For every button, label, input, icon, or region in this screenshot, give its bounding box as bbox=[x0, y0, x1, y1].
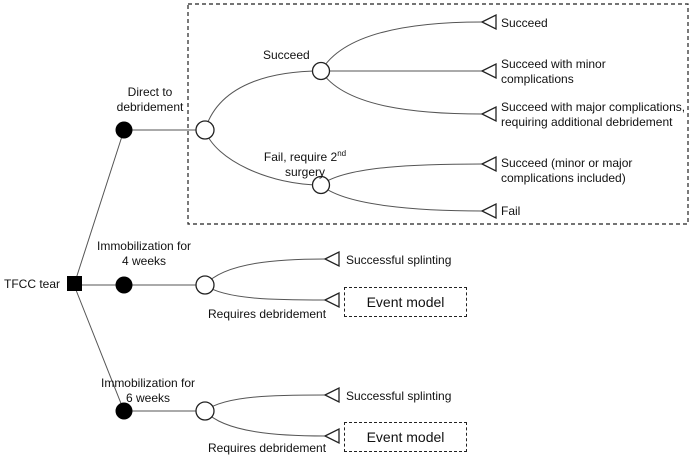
strategy-immob4-label: Immobilization for 4 weeks bbox=[96, 239, 192, 268]
fail-chance-node bbox=[311, 175, 331, 195]
immob6-node bbox=[115, 402, 133, 420]
immob6-success-label: Successful splinting bbox=[346, 389, 452, 403]
immob4-event-model-box: Event model bbox=[344, 287, 467, 317]
terminal-immob6-requires bbox=[323, 427, 340, 445]
edge-immob6-success bbox=[204, 394, 326, 412]
outcome-minor-line1: Succeed with minor bbox=[501, 57, 606, 71]
outcome-second-succeed-line2: complications included) bbox=[501, 171, 626, 185]
outcome-fail: Fail bbox=[501, 204, 521, 218]
fail-label-prefix: Fail, require 2 bbox=[263, 150, 338, 164]
terminal-immob4-requires bbox=[323, 291, 340, 309]
terminal-fail bbox=[480, 202, 497, 220]
fail-label-sup: nd bbox=[337, 149, 347, 158]
succeed-chance-node bbox=[311, 61, 331, 81]
immob4-success-label: Successful splinting bbox=[346, 253, 452, 267]
edge-direct-succeed bbox=[204, 70, 322, 131]
immob6-requires-label: Requires debridement bbox=[208, 441, 327, 455]
root-label: TFCC tear bbox=[4, 277, 61, 291]
edge-immob4-requires bbox=[204, 284, 326, 301]
terminal-minor bbox=[480, 62, 497, 80]
succeed-branch-label: Succeed bbox=[263, 48, 310, 62]
strategy-direct-label: Direct to debridement bbox=[116, 85, 184, 114]
terminal-immob6-success bbox=[323, 386, 340, 404]
edge-root-immob6 bbox=[73, 284, 125, 412]
immob4-node bbox=[115, 276, 133, 294]
terminal-second-succeed bbox=[480, 155, 497, 173]
direct-subtree-box bbox=[187, 3, 689, 225]
immob4-requires-label: Requires debridement bbox=[208, 307, 327, 321]
outcome-major-line1: Succeed with major complications, bbox=[501, 100, 686, 114]
edge-immob6-requires bbox=[204, 410, 326, 437]
direct-chance-node bbox=[195, 120, 215, 140]
edge-succeed-o3 bbox=[320, 70, 483, 115]
root-decision-node bbox=[67, 276, 82, 291]
immob6-chance-node bbox=[195, 401, 215, 421]
fail-label-suffix: surgery bbox=[284, 165, 325, 179]
outcome-minor: Succeed with minor complications bbox=[501, 57, 606, 87]
edge-fail-o1 bbox=[320, 163, 483, 186]
outcome-major-line2: requiring additional debridement bbox=[501, 115, 673, 129]
edge-direct-fail bbox=[204, 129, 322, 186]
outcome-minor-line2: complications bbox=[501, 72, 574, 86]
edge-fail-o2 bbox=[320, 184, 483, 212]
terminal-succeed bbox=[480, 13, 497, 31]
edge-immob4-success bbox=[204, 258, 326, 286]
immob4-chance-node bbox=[195, 275, 215, 295]
outcome-succeed: Succeed bbox=[501, 16, 548, 30]
fail-branch-label: Fail, require 2nd surgery bbox=[249, 150, 361, 180]
edge-succeed-o1 bbox=[320, 21, 483, 72]
terminal-immob4-success bbox=[323, 250, 340, 268]
strategy-immob6-label: Immobilization for 6 weeks bbox=[100, 376, 196, 405]
outcome-major: Succeed with major complications, requir… bbox=[501, 100, 685, 130]
outcome-second-succeed-line1: Succeed (minor or major bbox=[501, 156, 633, 170]
edge-root-direct bbox=[73, 129, 125, 286]
terminal-major bbox=[480, 105, 497, 123]
outcome-second-succeed: Succeed (minor or major complications in… bbox=[501, 156, 632, 186]
direct-node bbox=[115, 121, 133, 139]
immob6-event-model-box: Event model bbox=[344, 422, 467, 452]
